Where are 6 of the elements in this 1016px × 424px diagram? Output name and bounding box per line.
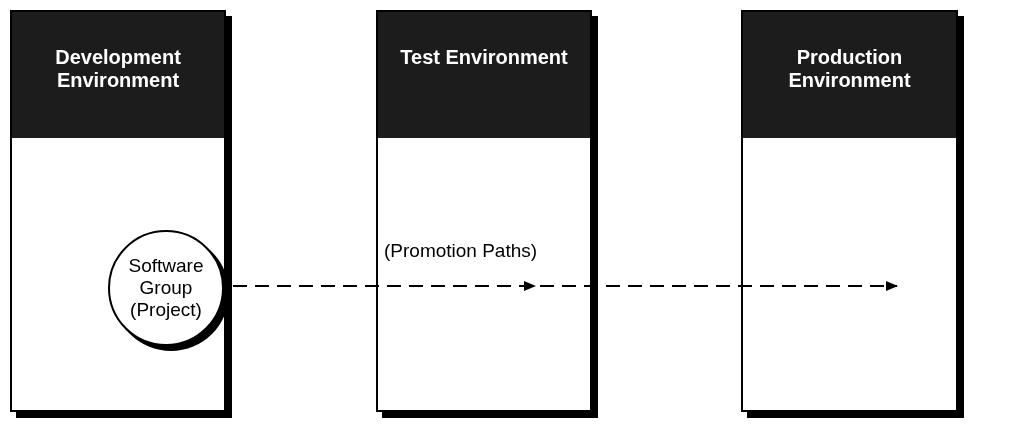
dashed-arrow: [539, 281, 898, 291]
group-label: Software Group (Project): [127, 255, 205, 321]
panel-title: Production Environment: [787, 46, 912, 92]
dashed-arrow: [232, 281, 536, 291]
panel-title: Test Environment: [399, 46, 569, 69]
panel-title: Development Environment: [54, 46, 182, 92]
